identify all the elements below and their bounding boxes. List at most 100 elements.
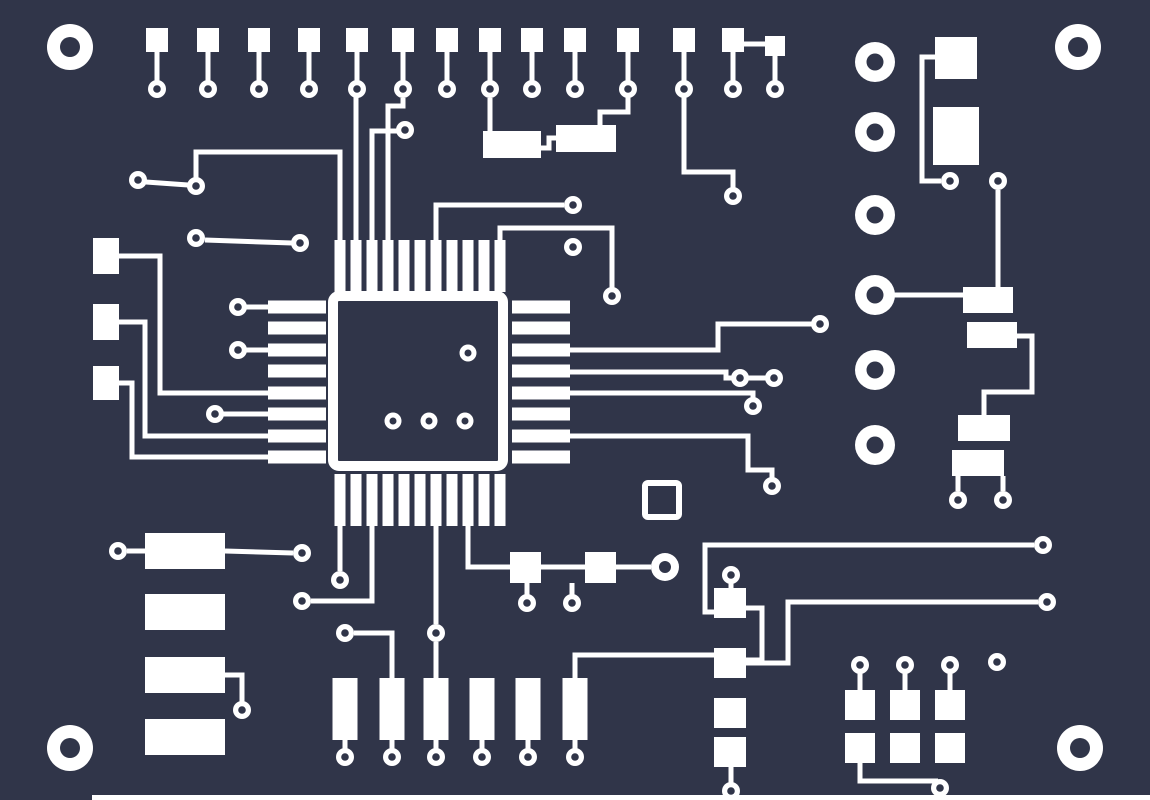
pad-component [515,678,541,740]
ic-pin-bottom [478,474,490,526]
ic-body [328,291,508,471]
small-via-hole [901,661,909,669]
pad-rect [145,719,225,755]
ic-inner-via-hole [389,417,397,425]
pad-top-row [564,28,586,52]
ic-inner-via-hole [461,417,469,425]
small-via-hole [134,176,142,184]
pad-rect [483,131,541,158]
small-via-hole [770,374,778,382]
board-edge-line [92,795,1150,800]
pad-rect [963,287,1013,313]
pad-rect [145,657,225,693]
trace [354,630,395,678]
small-via-hole [336,576,344,584]
small-via-hole [1039,541,1047,549]
trace [572,652,714,678]
ic-pin-left [268,386,326,400]
pad-rect [93,238,119,274]
ic-pin-left [268,321,326,335]
small-via-hole [401,126,409,134]
small-via-hole [192,182,200,190]
trace [145,179,189,188]
ic-pin-bottom [462,474,474,526]
mounting-hole-hole [60,738,80,758]
pad-grid [935,690,965,720]
ic-pin-bottom [350,474,362,526]
small-via-hole [486,85,494,93]
small-via-hole [298,549,306,557]
trace [570,369,732,381]
ic-pin-top [398,240,410,292]
pad-component [562,678,588,740]
trace [385,98,406,240]
pad-rect [93,304,119,340]
trace [919,54,941,184]
small-via-hole [946,177,954,185]
ic-inner-via-hole [425,417,433,425]
pad-top-row [197,28,219,52]
pad-rect [952,450,1004,476]
trace [119,319,268,439]
trace [746,599,1038,666]
trace [541,135,557,151]
small-via-hole [443,85,451,93]
ic-pin-left [268,450,326,464]
trace [311,526,375,604]
pad-rect [967,322,1017,348]
pad-grid [890,690,920,720]
small-via-hole [946,661,954,669]
small-via-hole [114,547,122,555]
trace [433,202,564,240]
small-via-hole [954,496,962,504]
ic-pin-top [478,240,490,292]
ic-pin-top [430,240,442,292]
small-via-hole [192,234,200,242]
small-via-hole [736,374,744,382]
medium-via-hole [659,561,671,573]
ic-pin-right [512,343,570,357]
small-via-hole [568,599,576,607]
pad-rect [93,366,119,400]
pad-rect [765,36,785,56]
small-via-hole [727,571,735,579]
small-via-hole [1043,598,1051,606]
pad-top-row [521,28,543,52]
ic-pin-left [268,429,326,443]
ic-pin-bottom [430,474,442,526]
small-via-hole [608,292,616,300]
small-via-hole [994,177,1002,185]
ic-pin-right [512,300,570,314]
pad-grid [845,690,875,720]
trace [570,321,812,353]
small-via-hole [153,85,161,93]
large-via-hole [866,53,884,71]
small-via-hole [569,201,577,209]
large-via-hole [866,286,884,304]
small-via-hole [524,753,532,761]
ic-pin-top [334,240,346,292]
ic-pin-bottom [334,474,346,526]
ic-pin-right [512,407,570,421]
ic-pin-bottom [382,474,394,526]
pad-rect [145,594,225,630]
ic-pin-top [462,240,474,292]
pad-grid [890,733,920,763]
small-via-hole [680,85,688,93]
ic-pin-top [494,240,506,292]
pad-top-row [392,28,414,52]
small-via-hole [856,661,864,669]
large-via-hole [866,123,884,141]
small-via-hole [729,85,737,93]
trace [702,542,1034,615]
ic-pin-right [512,429,570,443]
ic-pin-bottom [446,474,458,526]
small-via-hole [571,85,579,93]
ic-pin-top [414,240,426,292]
small-via-hole [478,753,486,761]
trace [204,237,293,246]
large-via-hole [866,206,884,224]
mounting-hole-hole [1070,738,1090,758]
pad-rect [585,552,616,583]
